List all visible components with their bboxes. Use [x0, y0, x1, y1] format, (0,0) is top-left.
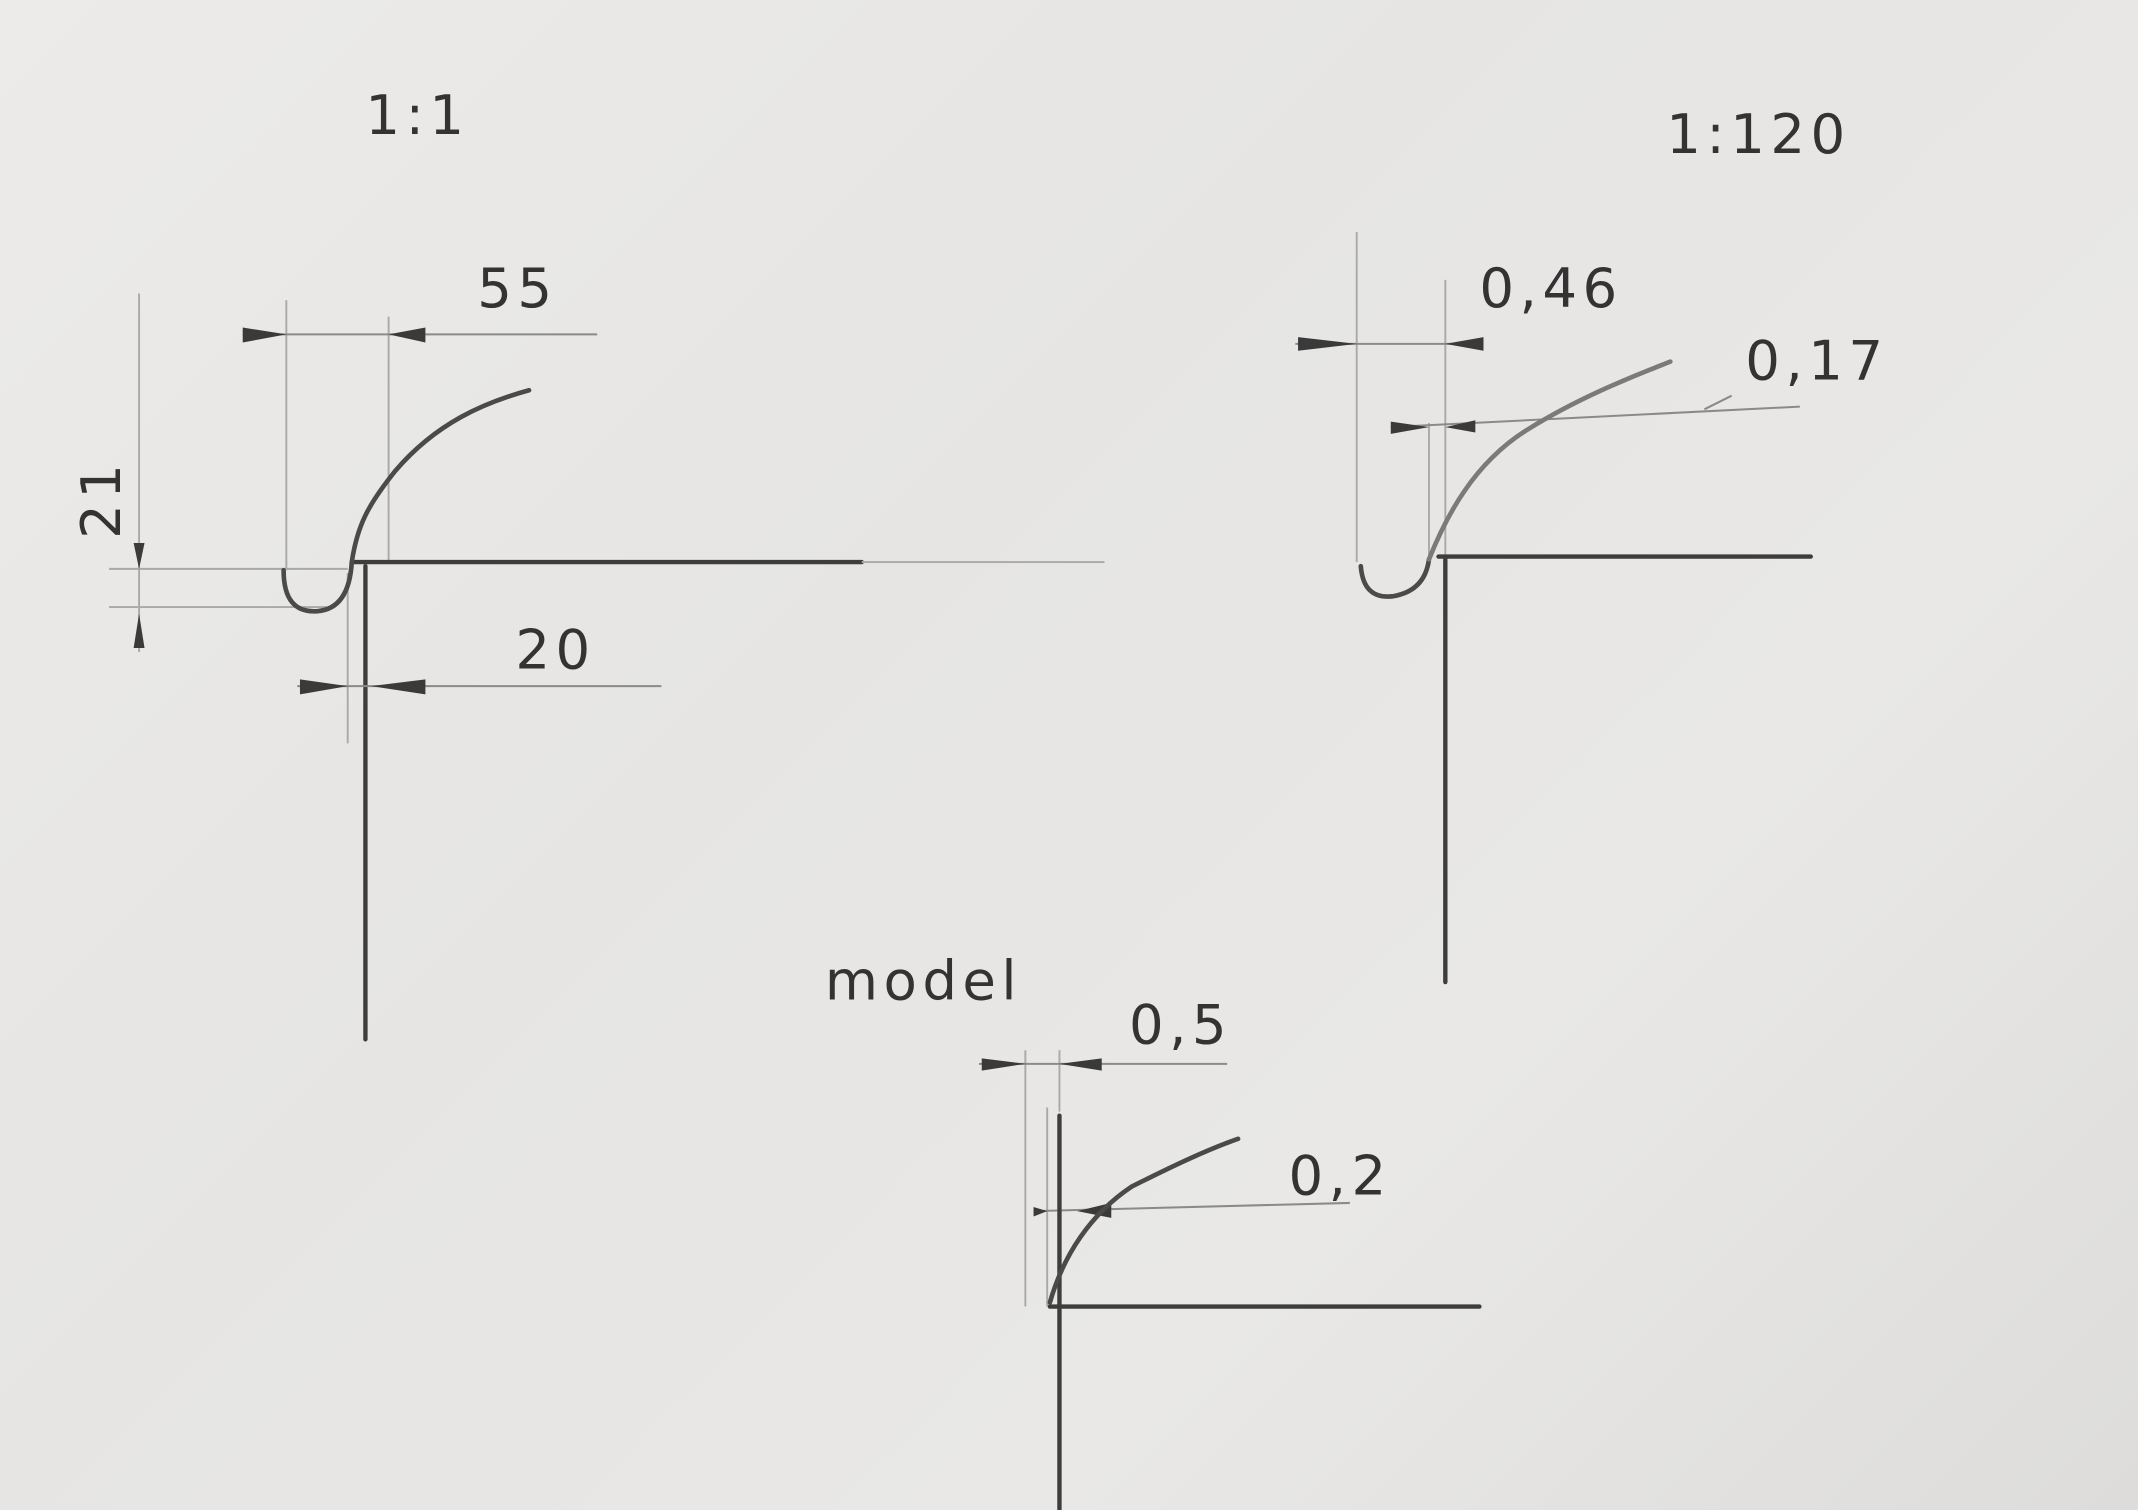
arrow-icon: [1445, 337, 1484, 351]
drawing-full-scale: 1:1 55 21 20: [69, 83, 1105, 1042]
dim-label-02: 0,2: [1289, 1144, 1392, 1208]
arrow-icon: [1390, 421, 1429, 434]
arrow-icon: [299, 679, 348, 695]
drawing-reduced-scale: 1:120 0,46 0,17: [1295, 102, 1888, 985]
arrow-icon: [1077, 1202, 1112, 1218]
arrow-icon: [133, 613, 145, 648]
arrow-icon: [388, 327, 426, 343]
arrow-icon: [370, 679, 426, 695]
dim-label-21: 21: [69, 459, 133, 539]
drawing-model: model 0,5 0,2: [825, 949, 1482, 1510]
dim-label-046: 0,46: [1479, 256, 1622, 320]
scale-label-1-120: 1:120: [1666, 102, 1850, 166]
profile-curve: [1047, 1136, 1241, 1305]
arrow-icon: [242, 327, 287, 343]
profile-curve: [281, 387, 532, 614]
arrow-icon: [981, 1058, 1026, 1071]
arrow-icon: [1445, 420, 1476, 433]
profile-curve: [1426, 359, 1673, 562]
dimension-line-017: [1390, 405, 1800, 429]
arrow-icon: [1059, 1058, 1102, 1071]
model-title: model: [825, 949, 1022, 1013]
dim-label-05: 0,5: [1129, 992, 1232, 1056]
arrow-icon: [1298, 337, 1357, 351]
hook-curve: [1358, 557, 1432, 599]
dim-label-20: 20: [515, 617, 595, 681]
dim-label-017: 0,17: [1745, 328, 1888, 392]
scale-label-1-1: 1:1: [365, 83, 469, 147]
leader-line: [1703, 394, 1733, 411]
arrow-icon: [1033, 1207, 1048, 1217]
dim-label-55: 55: [477, 256, 557, 320]
arrow-icon: [133, 542, 145, 569]
